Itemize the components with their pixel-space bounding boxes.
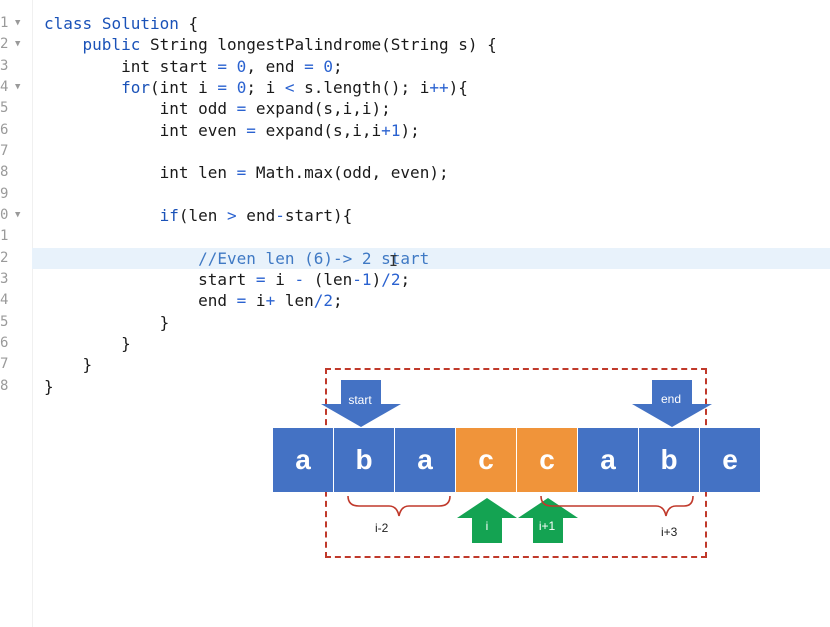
char-cell: c: [517, 428, 577, 492]
line-number-gutter: [0, 0, 33, 627]
fold-arrow-icon[interactable]: ▼: [15, 18, 21, 28]
line-number: 6: [0, 122, 9, 138]
code-line-14[interactable]: end = i+ len/2;: [44, 291, 343, 310]
line-number: 2: [0, 250, 9, 266]
line-number: 5: [0, 314, 9, 330]
line-number: 8: [0, 378, 9, 394]
line-number: 1: [0, 15, 9, 31]
line-number: 3: [0, 58, 9, 74]
fold-arrow-icon[interactable]: ▼: [15, 39, 21, 49]
current-line-highlight: [32, 248, 830, 269]
fold-arrow-icon[interactable]: ▼: [15, 210, 21, 220]
code-line-10[interactable]: if(len > end-start){: [159, 206, 353, 225]
code-line-18[interactable]: }: [44, 377, 54, 396]
code-line-16[interactable]: }: [44, 334, 131, 353]
i-up-arrow-icon: [457, 498, 517, 543]
char-cell: a: [395, 428, 455, 492]
code-line-13[interactable]: start = i - (len-1)/2;: [44, 270, 411, 289]
i-arrow-label: i: [485, 519, 489, 533]
end-down-arrow-icon: [632, 380, 712, 427]
line-number: 7: [0, 356, 9, 372]
i-plus-1-up-arrow-icon: [518, 498, 578, 543]
line-number: 4: [0, 292, 9, 308]
right-brace-icon: [540, 495, 694, 517]
brace-label-i-plus-3: i+3: [661, 525, 678, 539]
fold-arrow-icon[interactable]: ▼: [15, 82, 21, 92]
line-number: 2: [0, 36, 9, 52]
char-cell: e: [700, 428, 760, 492]
line-number: 7: [0, 143, 9, 159]
code-line-3[interactable]: int start = 0, end = 0;: [44, 57, 343, 76]
start-arrow-label: start: [348, 393, 372, 407]
line-number: 3: [0, 271, 9, 287]
line-number: 9: [0, 186, 9, 202]
text-cursor-icon: I: [389, 252, 399, 270]
code-line-17[interactable]: }: [44, 355, 93, 374]
code-line-15[interactable]: }: [44, 313, 170, 332]
i-plus-1-arrow-label: i+1: [538, 519, 556, 533]
char-cell: a: [578, 428, 638, 492]
code-line-4[interactable]: for(int i = 0; i < s.length(); i++){: [121, 78, 468, 97]
char-cell: a: [273, 428, 333, 492]
start-down-arrow-icon: [321, 380, 401, 427]
line-number: 5: [0, 100, 9, 116]
left-brace-icon: [347, 495, 451, 517]
code-line-8[interactable]: int len = Math.max(odd, even);: [44, 163, 449, 182]
brace-label-i-minus-2: i-2: [375, 521, 389, 535]
code-line-2[interactable]: public String longestPalindrome(String s…: [82, 35, 497, 54]
code-line-6[interactable]: int even = expand(s,i,i+1);: [44, 121, 420, 140]
char-cell: b: [639, 428, 699, 492]
char-cell: b: [334, 428, 394, 492]
line-number: 1: [0, 228, 9, 244]
line-number: 8: [0, 164, 9, 180]
line-number: 6: [0, 335, 9, 351]
line-number: 0: [0, 207, 9, 223]
end-arrow-label: end: [660, 392, 682, 406]
char-cell: c: [456, 428, 516, 492]
code-line-1[interactable]: class Solution {: [44, 14, 199, 33]
code-line-5[interactable]: int odd = expand(s,i,i);: [44, 99, 391, 118]
code-line-12-comment[interactable]: //Even len (6)-> 2 start: [44, 249, 430, 268]
line-number: 4: [0, 79, 9, 95]
